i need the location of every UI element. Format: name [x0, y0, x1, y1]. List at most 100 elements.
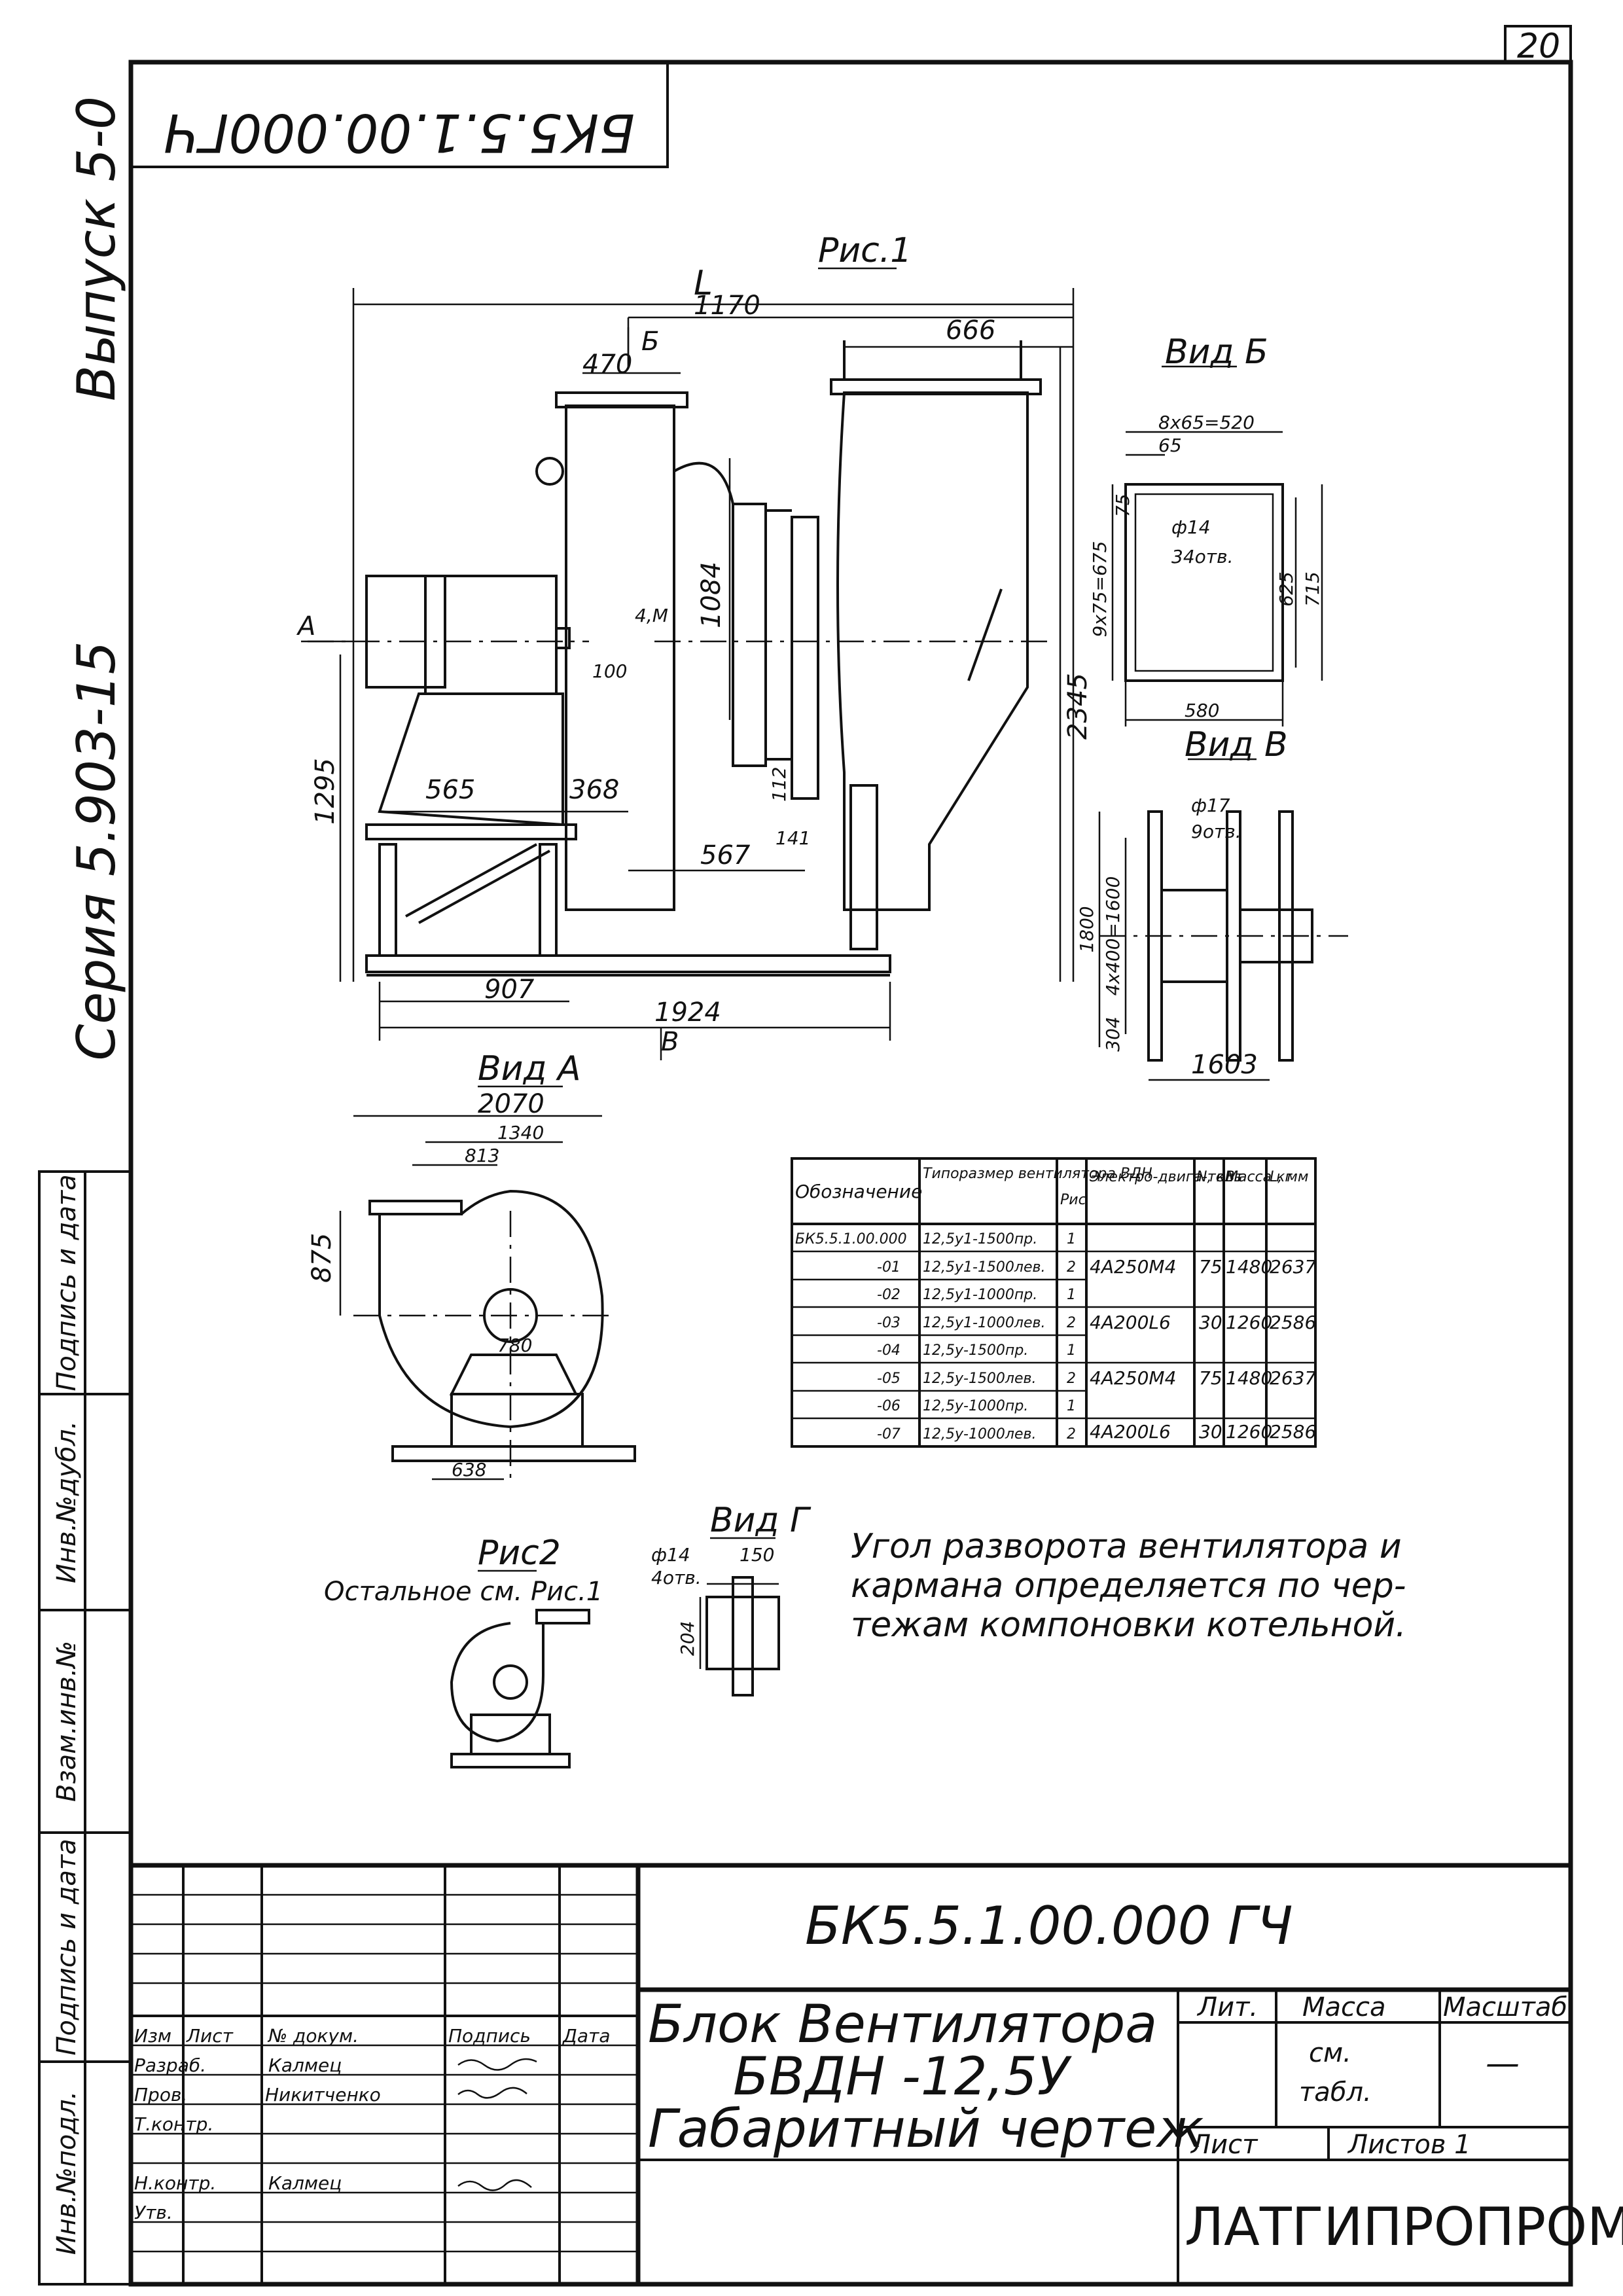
view-g-drawing: [699, 1537, 780, 1696]
grp2-motor: 4А250М4: [1090, 1367, 1176, 1389]
strip-label-4: Инв.№дубл.: [52, 1421, 82, 1583]
dim-204: 204: [677, 1621, 698, 1656]
dim-112: 112: [768, 767, 790, 802]
th-motor: Электро-двига-тель: [1089, 1169, 1242, 1185]
fig1-title: Рис.1: [818, 231, 912, 270]
row6-code: -06: [877, 1398, 901, 1414]
row2-code: -02: [877, 1287, 901, 1303]
th-fig: Рис: [1060, 1192, 1086, 1208]
tb-name-1: Калмец: [268, 2054, 342, 2076]
row4-fig: 1: [1067, 1342, 1076, 1359]
dim-666: 666: [946, 315, 995, 346]
holes-34: 34отв.: [1171, 546, 1233, 567]
note-line-2: кармана определяется по чер-: [851, 1566, 1406, 1605]
dim-304: 304: [1102, 1016, 1124, 1051]
tb-role-3: Т.контр.: [134, 2113, 213, 2135]
hole-14: ф14: [1171, 516, 1211, 538]
tb-col-doc: № докум.: [267, 2025, 359, 2047]
note-line-1: Угол разворота вентилятора и: [851, 1527, 1402, 1566]
grp0-mass: 1480: [1226, 1256, 1272, 1278]
series-label: Серия 5.903-15: [66, 641, 127, 1060]
grp3-n: 30: [1199, 1421, 1222, 1443]
page-number-box: [1504, 25, 1572, 63]
dim-9x75: 9х75=675: [1089, 541, 1111, 637]
tb-col-izm: Изм: [134, 2025, 171, 2047]
letter-A: А: [296, 611, 315, 641]
row3-code: -03: [877, 1315, 901, 1331]
dim-1295: 1295: [310, 758, 340, 825]
dim-580: 580: [1185, 700, 1219, 721]
row0-fan: 12,5у1-1500пр.: [923, 1231, 1037, 1247]
row6-fan: 12,5у-1000пр.: [923, 1398, 1028, 1414]
view-b-drawing: [1111, 365, 1323, 726]
left-strip: [38, 1170, 132, 2286]
grp0-motor: 4А250М4: [1090, 1256, 1176, 1278]
row4-code: -04: [877, 1342, 901, 1359]
row5-fan: 12,5у-1500лев.: [923, 1371, 1037, 1387]
tb-mass: Масса: [1302, 1992, 1386, 2022]
grp0-l: 2637: [1270, 1256, 1316, 1278]
row5-fig: 2: [1067, 1371, 1076, 1387]
fig2-note: Остальное см. Рис.1: [324, 1577, 603, 1607]
dim-780: 780: [497, 1335, 532, 1356]
view-a-title: Вид А: [478, 1049, 581, 1088]
tb-role-6: Утв.: [134, 2202, 173, 2223]
strip-label-3: Взам.инв.№: [52, 1641, 82, 1802]
strip-label-2: Подпись и дата: [52, 1839, 82, 2055]
tb-role-2: Пров.: [134, 2084, 187, 2106]
dim-1924: 1924: [654, 997, 721, 1028]
title-name-2: БВДН -12,5У: [733, 2046, 1073, 2107]
row5-code: -05: [877, 1371, 901, 1387]
grp1-motor: 4А200L6: [1090, 1312, 1171, 1333]
letter-V: В: [661, 1027, 679, 1057]
strip-label-5: Подпись и дата: [52, 1174, 82, 1391]
dim-100: 100: [592, 660, 627, 682]
tb-mass-val-2: табл.: [1299, 2077, 1372, 2108]
row0-fig: 1: [1067, 1231, 1076, 1247]
page-number: 20: [1517, 27, 1560, 66]
dim-1170: 1170: [694, 291, 760, 321]
title-block-code: БК5.5.1.00.000 ГЧ: [805, 1895, 1293, 1956]
dim-75: 75: [1112, 493, 1133, 517]
top-doc-code: БК5.5.1.00.000ГЧ: [164, 102, 635, 163]
row1-fan: 12,5у1-1500лев.: [923, 1259, 1045, 1276]
title-name-1: Блок Вентилятора: [648, 1994, 1157, 2054]
dim-565: 565: [425, 775, 475, 805]
dim-567: 567: [700, 840, 751, 870]
tb-col-list: Лист: [186, 2025, 234, 2047]
dim-875: 875: [307, 1233, 337, 1283]
dim-470: 470: [582, 350, 632, 380]
signatures: [457, 2058, 537, 2191]
th-mass: Масса кг: [1226, 1169, 1293, 1185]
row3-fig: 2: [1067, 1315, 1076, 1331]
tb-name-5: Калмец: [268, 2172, 342, 2194]
top-code-box: [130, 61, 669, 168]
fig2-title: Рис2: [478, 1534, 561, 1573]
dim-1603: 1603: [1191, 1050, 1258, 1080]
grp2-l: 2637: [1270, 1367, 1316, 1389]
row3-fan: 12,5у1-1000лев.: [923, 1315, 1045, 1331]
grp1-n: 30: [1199, 1312, 1222, 1333]
grp2-mass: 1480: [1226, 1367, 1272, 1389]
tb-col-sign: Подпись: [448, 2025, 531, 2047]
dim-65: 65: [1158, 435, 1182, 456]
th-fan-size: Типоразмер вентилятора ВДН: [923, 1166, 1152, 1182]
fig1-drawing: Рис.1: [301, 231, 1075, 1060]
grp1-l: 2586: [1270, 1312, 1316, 1333]
grp3-mass: 1260: [1226, 1421, 1272, 1443]
dim-141: 141: [776, 827, 810, 849]
fig2-drawing: [450, 1570, 590, 1768]
row7-fan: 12,5у-1000лев.: [923, 1426, 1037, 1443]
dim-1084: 1084: [696, 562, 726, 628]
dim-907: 907: [484, 975, 535, 1005]
spec-table: [791, 1157, 1317, 1448]
th-power: N, кВт: [1196, 1169, 1244, 1185]
title-name-3: Габаритный чертеж: [648, 2098, 1204, 2159]
row1-code: -01: [877, 1259, 901, 1276]
strip-label-1: Инв.№подл.: [52, 2091, 82, 2255]
row7-fig: 2: [1067, 1426, 1076, 1443]
dim-2345: 2345: [1063, 673, 1093, 740]
dim-368: 368: [569, 775, 619, 805]
fig1-L: L: [694, 264, 713, 303]
grp1-mass: 1260: [1226, 1312, 1272, 1333]
